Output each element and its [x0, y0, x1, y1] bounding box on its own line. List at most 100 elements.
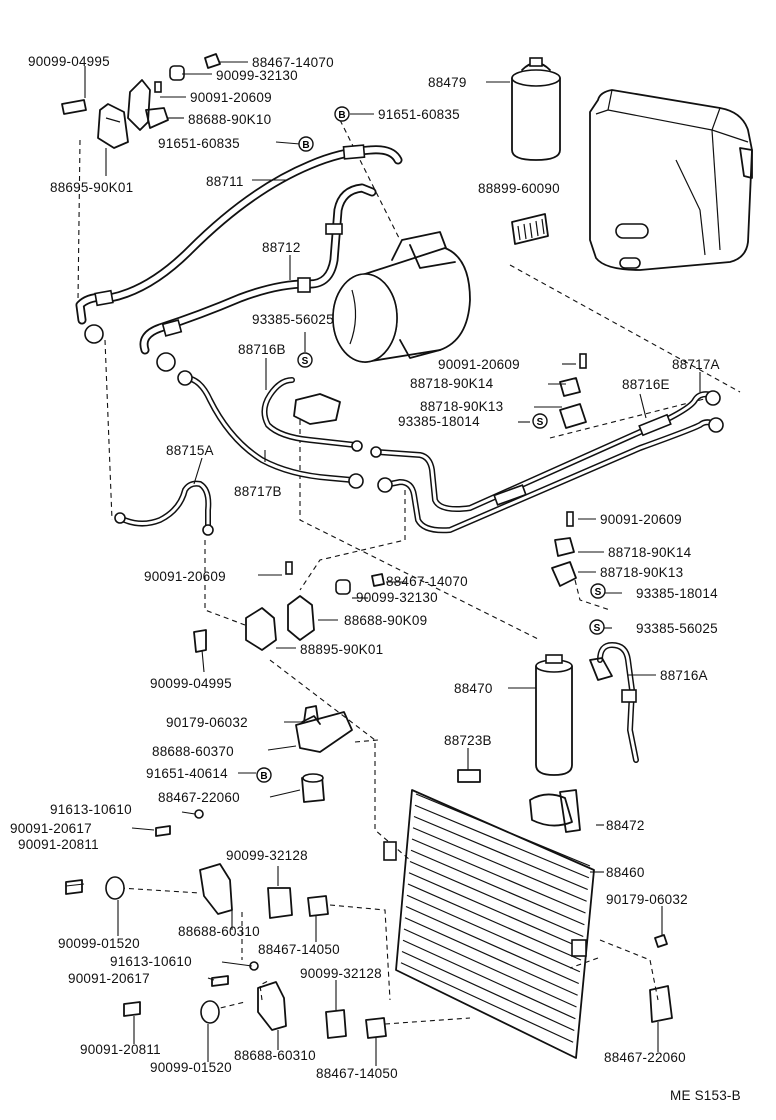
- part-callout-label: 88716B: [238, 342, 286, 357]
- fastener-marker: S: [297, 352, 313, 368]
- part-callout-label: 90099-32128: [300, 966, 382, 981]
- lower-mount-parts: [65, 705, 673, 1039]
- part-callout-label: 91651-60835: [158, 136, 240, 151]
- part-callout-label: 88716E: [622, 377, 670, 392]
- condenser-fin: [406, 894, 581, 973]
- part-callout-label: 90179-06032: [606, 892, 688, 907]
- marker-circle: [334, 106, 350, 122]
- part-callout-label: 93385-56025: [636, 621, 718, 636]
- marker-letter: B: [302, 140, 309, 151]
- part-callout-label: 88712: [262, 240, 301, 255]
- fastener-marker: B: [334, 106, 350, 122]
- marker-circle: [532, 413, 548, 429]
- marker-circle: [297, 352, 313, 368]
- condenser-fin: [409, 860, 584, 938]
- condenser-fin: [404, 917, 578, 996]
- part-callout-label: 90179-06032: [166, 715, 248, 730]
- condenser-fin: [402, 939, 576, 1020]
- part-callout-label: 93385-18014: [636, 586, 718, 601]
- part-callout-label: 88467-14070: [386, 574, 468, 589]
- part-callout-label: 88899-60090: [478, 181, 560, 196]
- footer-code: ME S153-B: [670, 1088, 741, 1103]
- part-callout-label: 88723B: [444, 733, 492, 748]
- part-callout-label: 90099-04995: [150, 676, 232, 691]
- part-callout-label: 88718-90K13: [420, 399, 503, 414]
- part-callout-label: 90091-20617: [10, 821, 92, 836]
- bracket-88472: [529, 789, 581, 833]
- marker-letter: S: [537, 417, 544, 428]
- part-callout-label: 90091-20609: [600, 512, 682, 527]
- condenser-fin: [407, 883, 582, 961]
- condenser-fin: [410, 849, 585, 926]
- part-callout-label: 90099-01520: [150, 1060, 232, 1075]
- marker-circle: [298, 136, 314, 152]
- condenser-fin: [412, 827, 587, 902]
- part-callout-label: 88718-90K14: [410, 376, 494, 391]
- fastener-marker: S: [590, 583, 606, 599]
- part-callout-label: 88467-22060: [158, 790, 240, 805]
- part-callout-label: 93385-18014: [398, 414, 480, 429]
- condenser-fin: [400, 962, 574, 1043]
- part-callout-label: 88688-60310: [178, 924, 260, 939]
- tube-88716a: [589, 642, 639, 763]
- part-callout-label: 88717B: [234, 484, 282, 499]
- fastener-marker: B: [256, 767, 272, 783]
- part-callout-label: 88717A: [672, 357, 720, 372]
- bracket-assembly-middle: [193, 353, 587, 653]
- part-callout-label: 90099-32128: [226, 848, 308, 863]
- condenser-fin: [414, 804, 590, 879]
- tube-88715a: [114, 480, 214, 536]
- part-callout-label: 91651-40614: [146, 766, 228, 781]
- part-callout-label: 88688-60310: [234, 1048, 316, 1063]
- part-callout-label: 88467-14070: [252, 55, 334, 70]
- part-callout-label: 90099-32130: [216, 68, 298, 83]
- tube-88717a: [370, 390, 724, 534]
- condenser: [383, 789, 595, 1059]
- fastener-markers: B B S S S S B: [256, 106, 606, 783]
- part-callout-label: 88470: [454, 681, 493, 696]
- bracket-assembly-top: [61, 53, 221, 149]
- part-callout-label: 88479: [428, 75, 467, 90]
- part-callout-label: 88695-90K01: [50, 180, 133, 195]
- part-callout-label: 90091-20811: [18, 837, 99, 852]
- part-callout-label: 90091-20617: [68, 971, 150, 986]
- part-callout-label: 88460: [606, 865, 645, 880]
- part-callout-label: 88895-90K01: [300, 642, 383, 657]
- tube-88717b: [177, 370, 364, 489]
- condenser-fin: [408, 872, 583, 949]
- hose-88712: [139, 183, 377, 372]
- evaporator-unit: [589, 89, 753, 271]
- part-callout-label: 90099-01520: [58, 936, 140, 951]
- part-callout-label: 88467-14050: [258, 942, 340, 957]
- part-callout-label: 88472: [606, 818, 645, 833]
- part-callout-label: 93385-56025: [252, 312, 334, 327]
- receiver-cylinder: [511, 57, 561, 161]
- condenser-fin: [411, 838, 586, 914]
- part-callout-label: 90091-20609: [190, 90, 272, 105]
- marker-letter: S: [595, 587, 602, 598]
- part-callout-label: 90099-04995: [28, 54, 110, 69]
- part-callout-label: 90091-20609: [144, 569, 226, 584]
- marker-circle: [256, 767, 272, 783]
- part-callout-label: 91613-10610: [110, 954, 192, 969]
- part-callout-label: 91651-60835: [378, 107, 460, 122]
- marker-letter: B: [260, 771, 267, 782]
- part-callout-label: 90099-32130: [356, 590, 438, 605]
- condenser-fin: [401, 950, 575, 1032]
- part-callout-label: 88711: [206, 174, 244, 189]
- part-callout-label: 88718-90K13: [600, 565, 683, 580]
- marker-letter: S: [594, 623, 601, 634]
- receiver-88470: [535, 654, 573, 776]
- condenser-fin: [403, 928, 577, 1008]
- fastener-marker: S: [589, 619, 605, 635]
- part-callout-label: 90091-20811: [80, 1042, 161, 1057]
- seal-pad: [511, 213, 549, 245]
- part-callout-label: 88688-90K09: [344, 613, 427, 628]
- marker-circle: [590, 583, 606, 599]
- part-callout-label: 90091-20609: [438, 357, 520, 372]
- condenser-fin: [405, 905, 579, 985]
- marker-letter: S: [302, 356, 309, 367]
- part-callout-label: 91613-10610: [50, 802, 132, 817]
